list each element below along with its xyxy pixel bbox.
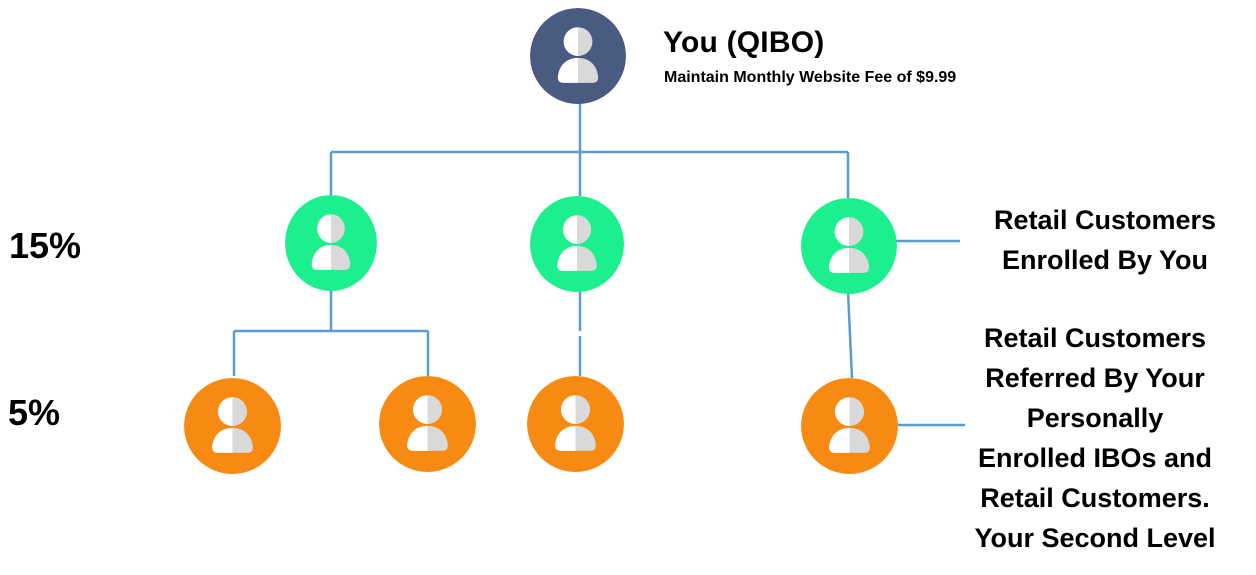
level2-percent: 5% (8, 392, 61, 433)
level2-node-4 (801, 378, 898, 474)
level1-node-1 (285, 195, 377, 291)
person-icon (527, 376, 624, 472)
person-icon (801, 198, 897, 294)
person-icon (801, 378, 898, 474)
person-icon (379, 376, 476, 472)
level2-label: Retail Customers Referred By Your Person… (945, 318, 1245, 558)
person-icon (530, 196, 624, 292)
person-icon (285, 195, 377, 291)
level2-node-3 (527, 376, 624, 472)
level1-node-2 (530, 196, 624, 292)
root-title: You (QIBO) (663, 26, 825, 59)
root-subtitle: Maintain Monthly Website Fee of $9.99 (664, 69, 957, 86)
level2-label-line: Personally (1026, 403, 1164, 433)
level2-label-line: Enrolled IBOs and (977, 443, 1213, 473)
level2-node-1 (184, 378, 281, 474)
person-icon (184, 378, 281, 474)
level2-label-line: Your Second Level (974, 523, 1216, 553)
level2-node-2 (379, 376, 476, 472)
person-icon (530, 8, 626, 104)
level1-label-line: Retail Customers (993, 205, 1217, 235)
level2-label-line: Referred By Your (985, 363, 1205, 393)
level1-label-line: Enrolled By You (1001, 245, 1209, 275)
level1-percent: 15% (9, 225, 82, 266)
level2-label-line: Retail Customers (983, 323, 1207, 353)
root-node-you (530, 8, 626, 104)
level2-label-line: Retail Customers. (980, 483, 1210, 513)
level1-label: Retail Customers Enrolled By You (955, 200, 1255, 280)
level1-node-3 (801, 198, 897, 294)
